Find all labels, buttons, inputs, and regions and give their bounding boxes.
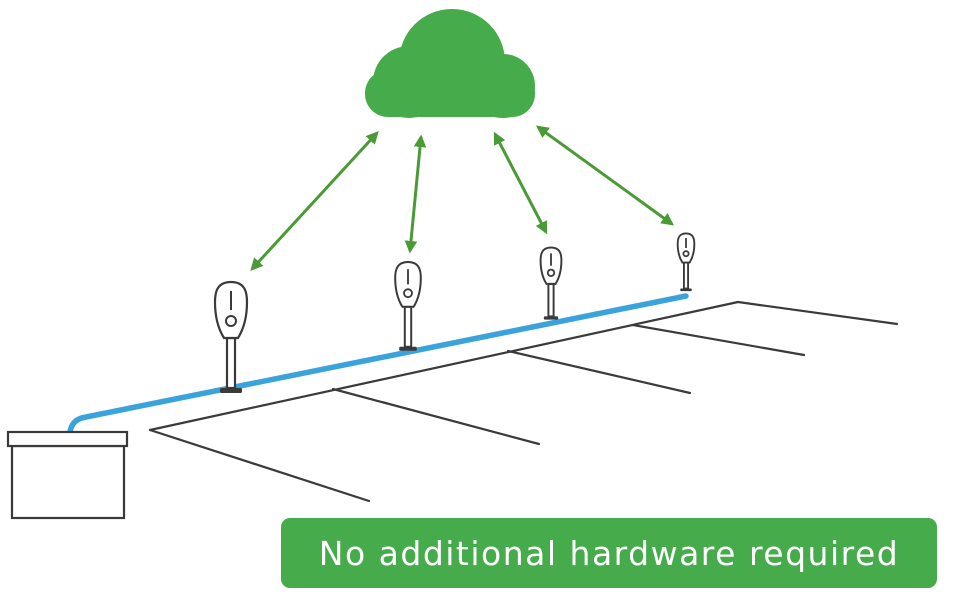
banner-text: No additional hardware required [318, 533, 900, 573]
banner: No additional hardware required [281, 518, 937, 588]
charger-icon [394, 260, 422, 351]
parking-space-line [148, 428, 371, 503]
bidirectional-arrow-icon [535, 125, 675, 226]
parking-space-line [631, 323, 806, 357]
bidirectional-arrow-icon [404, 134, 427, 254]
charger-icon [213, 280, 249, 393]
charger-icon [539, 246, 563, 320]
bidirectional-arrow-icon [250, 131, 379, 271]
parking-space-line [506, 349, 692, 395]
junction-box-icon [6, 430, 129, 520]
bidirectional-arrow-icon [493, 131, 548, 235]
parking-lot-edge [148, 300, 740, 432]
parking-space-line [331, 387, 541, 446]
parking-lot [148, 300, 899, 503]
parking-space-line [736, 300, 899, 326]
charger-icon [676, 232, 696, 292]
cloud-icon [365, 9, 535, 118]
power-cable [67, 293, 689, 435]
